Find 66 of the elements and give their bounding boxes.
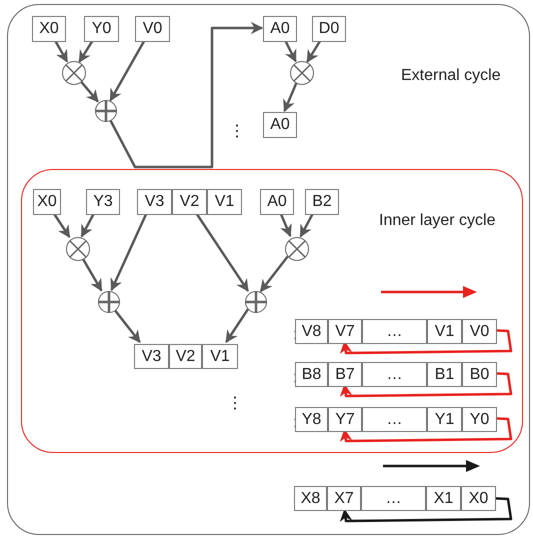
- multiply-symbol: [66, 237, 90, 261]
- cycle-frame: [21, 169, 523, 453]
- register-cell: X7: [327, 486, 361, 511]
- register-cell: X0: [33, 189, 61, 215]
- register-cell: B0: [462, 362, 497, 387]
- arrow: [340, 497, 512, 522]
- register-cell: V3: [137, 189, 172, 215]
- register-cell: V0: [462, 319, 497, 344]
- arrow: [340, 417, 512, 442]
- register-cell: D0: [312, 16, 346, 42]
- arrow: [78, 40, 94, 63]
- arrow: [80, 80, 99, 103]
- add-symbol: [245, 291, 267, 313]
- arrow: [109, 40, 146, 102]
- arrow: [283, 82, 298, 112]
- arrow: [109, 22, 264, 168]
- cycle-frame: [7, 4, 530, 535]
- register-cell: …: [362, 407, 427, 432]
- register-cell: X0: [461, 486, 496, 511]
- register-cell: B7: [328, 362, 362, 387]
- frame-heading: External cycle: [401, 67, 501, 85]
- arrow: [225, 308, 249, 344]
- register-cell: Y0: [84, 16, 119, 42]
- multiply-symbol: [285, 237, 309, 261]
- register-cell: Y7: [328, 407, 362, 432]
- arrow: [279, 212, 292, 238]
- register-cell: V0: [135, 16, 170, 42]
- multiply-symbol: [62, 61, 86, 85]
- register-cell: Y3: [86, 189, 120, 215]
- register-cell: Y0: [462, 407, 497, 432]
- register-cell: …: [361, 486, 426, 511]
- register-cell: Y8: [295, 407, 328, 432]
- register-cell: V3: [134, 344, 169, 369]
- frame-heading: Inner layer cycle: [379, 212, 496, 230]
- register-cell: B2: [305, 189, 339, 215]
- register-cell: V1: [202, 344, 238, 369]
- register-cell: V1: [207, 189, 242, 215]
- register-cell: V1: [427, 319, 462, 344]
- arrow: [306, 40, 322, 63]
- register-cell: X8: [294, 486, 327, 511]
- register-cell: V2: [169, 344, 202, 369]
- ellipsis-mark: ⋮: [227, 396, 243, 412]
- register-cell: Y1: [427, 407, 462, 432]
- register-cell: B8: [295, 362, 328, 387]
- arrow: [54, 40, 68, 63]
- register-cell: V8: [295, 319, 328, 344]
- register-cell: A0: [260, 189, 294, 215]
- register-cell: X0: [32, 16, 66, 42]
- multiply-symbol: [290, 61, 314, 85]
- arrow: [112, 308, 141, 343]
- register-cell: V2: [172, 189, 207, 215]
- register-cell: …: [362, 319, 427, 344]
- arrow: [260, 256, 289, 292]
- register-cell: V7: [328, 319, 362, 344]
- register-cell: B1: [427, 362, 462, 387]
- arrow: [80, 256, 103, 292]
- arrow: [340, 372, 512, 398]
- ellipsis-mark: ⋮: [229, 124, 245, 140]
- add-symbol: [98, 291, 120, 313]
- arrow: [340, 329, 512, 354]
- add-symbol: [95, 100, 117, 122]
- register-cell: X1: [426, 486, 461, 511]
- register-cell: A0: [263, 16, 297, 42]
- register-cell: …: [362, 362, 427, 387]
- register-cell: A0: [263, 112, 297, 138]
- arrow: [284, 40, 297, 62]
